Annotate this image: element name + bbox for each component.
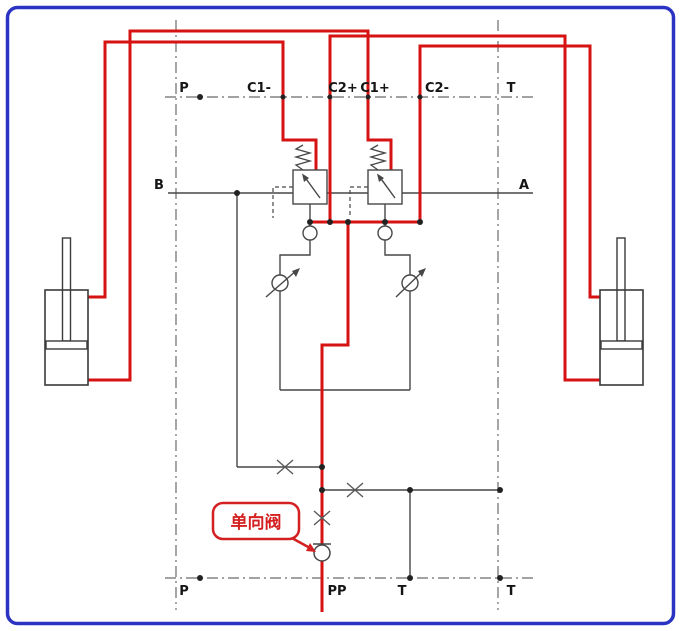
cylinder-left-piston bbox=[45, 340, 88, 350]
junction-dot bbox=[407, 575, 413, 581]
cylinder-left bbox=[44, 237, 89, 386]
flow-control-right bbox=[395, 268, 426, 298]
junction-dot bbox=[345, 219, 351, 225]
flow-control-left-arrowhead bbox=[292, 268, 300, 277]
flow-control-right-arrow bbox=[395, 269, 425, 298]
junction-dot bbox=[497, 487, 503, 493]
manifold-boundary bbox=[165, 20, 533, 610]
pilot-dashed-lines bbox=[272, 186, 368, 218]
junction-dot bbox=[417, 219, 423, 225]
check-valve-left-icon bbox=[302, 225, 318, 241]
port-label-c2-plus: C2+ bbox=[328, 81, 357, 96]
relief-valve-left-arrowhead bbox=[302, 173, 309, 182]
junction-dot bbox=[327, 219, 333, 225]
port-label-p-bottom: P bbox=[179, 584, 189, 599]
junction-dot bbox=[497, 575, 503, 581]
plug-x-icons bbox=[276, 459, 364, 526]
port-label-t-mid: T bbox=[398, 584, 407, 599]
port-label-a: A bbox=[519, 178, 529, 193]
relief-valve-left bbox=[292, 144, 328, 205]
port-label-b: B bbox=[154, 178, 164, 193]
callout-bubble bbox=[211, 501, 301, 541]
junction-dot bbox=[280, 94, 286, 100]
flow-control-left-ball bbox=[271, 274, 289, 292]
junction-dot bbox=[319, 464, 325, 470]
port-label-pp: PP bbox=[327, 584, 346, 599]
port-label-p-top: P bbox=[179, 81, 189, 96]
junction-dot bbox=[197, 575, 203, 581]
boundary-lines bbox=[165, 20, 533, 610]
callout-pointer-arrowhead bbox=[306, 543, 316, 552]
check-valve-bottom-icon bbox=[313, 544, 331, 562]
port-label-c1-plus: C1+ bbox=[360, 81, 389, 96]
plain-lines bbox=[168, 186, 533, 578]
flow-control-right-arrowhead bbox=[418, 268, 426, 277]
junction-dot bbox=[327, 94, 333, 100]
cylinder-right bbox=[599, 237, 644, 386]
flow-control-left bbox=[265, 268, 300, 298]
junction-dot bbox=[234, 190, 240, 196]
junction-dot bbox=[365, 94, 371, 100]
check-valve-right-icon bbox=[377, 225, 393, 241]
frame-border bbox=[5, 5, 676, 626]
check-valve-bottom bbox=[313, 543, 331, 562]
junction-dots bbox=[197, 94, 503, 581]
relief-valve-left-body bbox=[292, 169, 328, 205]
cylinder-right-piston bbox=[600, 340, 643, 350]
relief-valve-right-body bbox=[367, 169, 403, 205]
relief-valve-right-arrowhead bbox=[377, 173, 384, 182]
cylinder-right-body bbox=[599, 289, 644, 386]
junction-dot bbox=[407, 487, 413, 493]
red-flow-lines bbox=[88, 29, 600, 612]
flow-control-left-arrow bbox=[265, 269, 298, 298]
relief-valve-right-spring-icon bbox=[368, 144, 388, 171]
cylinder-left-body bbox=[44, 289, 89, 386]
port-label-c2-minus: C2- bbox=[425, 81, 449, 96]
relief-valve-left-spring-icon bbox=[293, 144, 313, 171]
junction-dot bbox=[382, 219, 388, 225]
callout: 单向阀 bbox=[211, 501, 316, 552]
port-label-t-top: T bbox=[507, 81, 516, 96]
junction-dot bbox=[417, 94, 423, 100]
junction-dot bbox=[307, 219, 313, 225]
port-label-t-right: T bbox=[507, 584, 516, 599]
port-labels: P C1- C2+ C1+ C2- T B A P PP T T bbox=[154, 81, 529, 599]
port-label-c1-minus: C1- bbox=[247, 81, 271, 96]
junction-dot bbox=[319, 487, 325, 493]
junction-dot bbox=[197, 94, 203, 100]
callout-label: 单向阀 bbox=[231, 512, 282, 533]
highlight-path bbox=[88, 29, 600, 612]
relief-valve-right bbox=[367, 144, 403, 205]
